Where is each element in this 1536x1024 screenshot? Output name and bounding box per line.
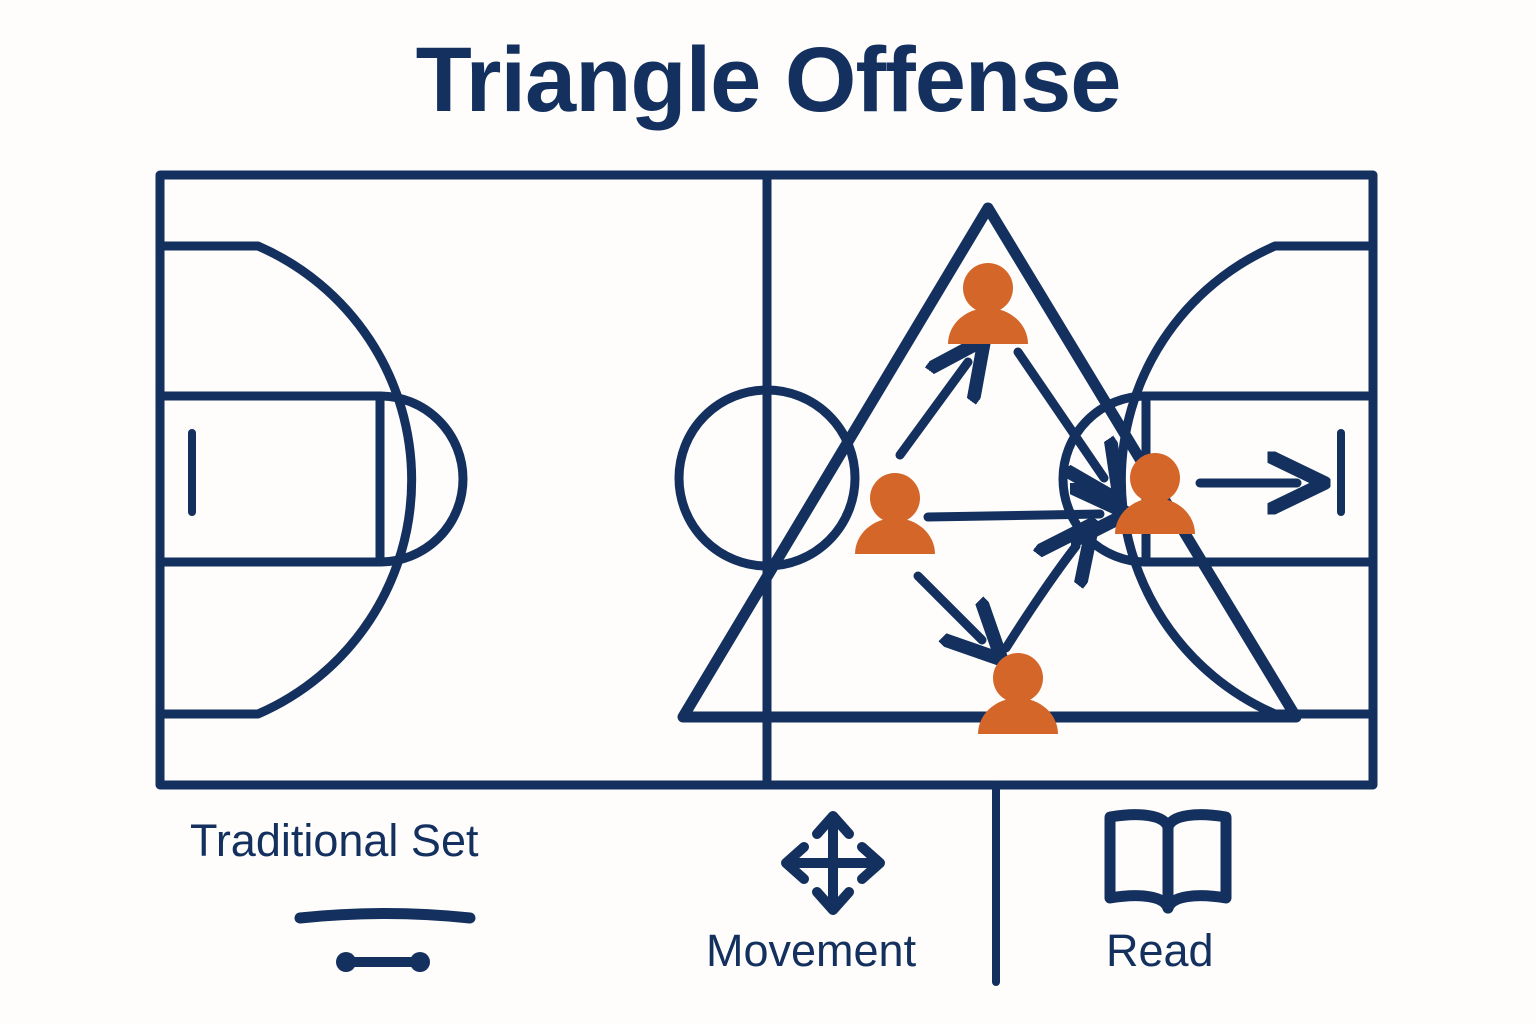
left-three-point-line xyxy=(155,241,417,719)
open-book-icon xyxy=(1104,809,1232,914)
arrow-p2-to-p4 xyxy=(913,571,982,640)
player-marker-p3 xyxy=(1115,453,1195,534)
legend-label-read: Read xyxy=(1106,925,1214,976)
player-markers xyxy=(855,263,1195,734)
four-way-arrows-icon xyxy=(781,811,885,915)
arrow-p2-to-p1 xyxy=(895,362,968,460)
player-marker-p4 xyxy=(978,653,1058,734)
left-free-throw-circle xyxy=(375,391,468,567)
player-marker-p1 xyxy=(948,263,1028,344)
legend-label-movement: Movement xyxy=(706,925,917,976)
arrow-p1-to-p3 xyxy=(1013,347,1104,478)
bench-weights-icon xyxy=(294,908,476,972)
page-title: Triangle Offense xyxy=(415,29,1122,131)
left-key-rect xyxy=(155,391,385,567)
legend-label-traditional-set: Traditional Set xyxy=(190,815,479,866)
arrow-p2-to-p3 xyxy=(923,514,1100,517)
player-marker-p2 xyxy=(855,473,935,554)
center-circle xyxy=(674,385,860,571)
arrow-p4-to-p3 xyxy=(1001,546,1076,653)
